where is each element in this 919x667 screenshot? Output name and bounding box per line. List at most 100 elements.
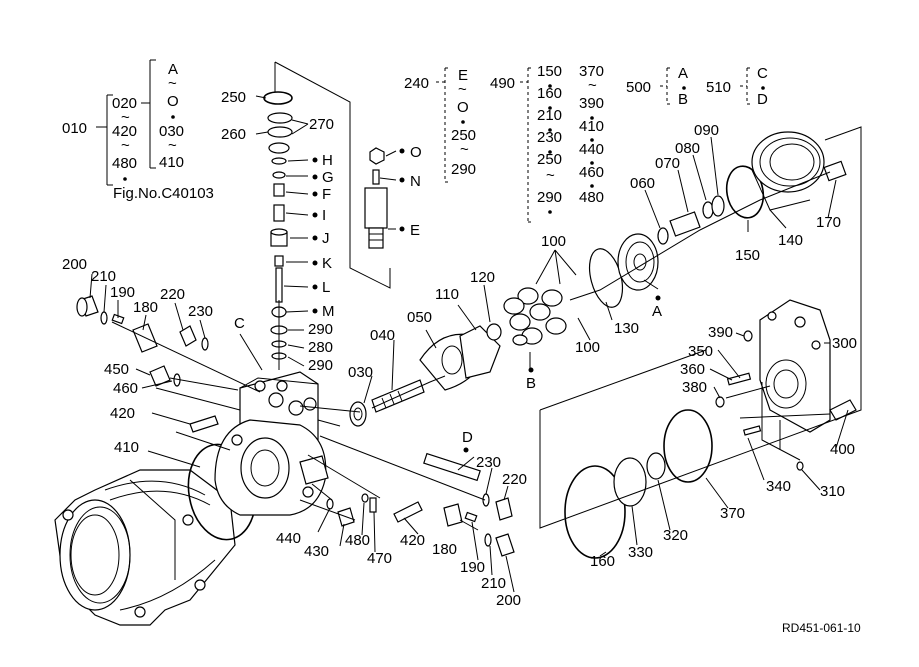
dot-marker	[528, 367, 534, 373]
label-o: O	[410, 144, 422, 161]
label-tilde-5: ~	[458, 81, 467, 98]
label-490-370: 370	[579, 63, 604, 80]
label-tilde-1: ~	[121, 109, 130, 126]
o-ring-210-right-drawing	[484, 533, 492, 547]
label-b: B	[526, 375, 536, 392]
spring-170-drawing	[823, 160, 847, 182]
label-240-e: E	[458, 67, 468, 84]
o-ring-150-drawing	[725, 165, 765, 219]
poppet-180-right-drawing	[443, 503, 463, 527]
label-tilde-8: ~	[588, 77, 597, 94]
label-270: 270	[309, 116, 334, 133]
label-490-230: 230	[537, 129, 562, 146]
label-420-left: 420	[110, 405, 135, 422]
label-240: 240	[404, 75, 429, 92]
plug-450-drawing	[149, 365, 171, 387]
label-080: 080	[675, 140, 700, 157]
dot-marker	[312, 235, 318, 241]
plug-310-drawing	[796, 461, 804, 471]
plug-470-drawing	[369, 497, 377, 513]
label-240-290: 290	[451, 161, 476, 178]
label-f: F	[322, 186, 331, 203]
gear-drawing	[617, 233, 659, 291]
label-490-160: 160	[537, 85, 562, 102]
dot-marker	[123, 177, 127, 181]
label-460: 460	[113, 380, 138, 397]
spool-d-drawing	[423, 452, 481, 482]
dot-marker	[590, 138, 594, 142]
shaft-040-drawing	[349, 379, 425, 427]
label-290-b: 290	[308, 357, 333, 374]
label-230-right: 230	[476, 454, 501, 471]
label-490-290: 290	[537, 189, 562, 206]
label-220-left: 220	[160, 286, 185, 303]
label-240-o: O	[457, 99, 469, 116]
label-490-460: 460	[579, 164, 604, 181]
label-490: 490	[490, 75, 515, 92]
label-410-group: 410	[159, 154, 184, 171]
label-tilde-4: ~	[168, 137, 177, 154]
leader-lines	[89, 95, 849, 593]
label-440: 440	[276, 530, 301, 547]
label-090: 090	[694, 122, 719, 139]
figure-reference: Fig.No.C40103	[113, 185, 214, 202]
part-drawings	[54, 91, 857, 626]
label-490-410: 410	[579, 118, 604, 135]
label-020: 020	[112, 95, 137, 112]
label-400: 400	[830, 441, 855, 458]
label-290-a: 290	[308, 321, 333, 338]
label-450: 450	[104, 361, 129, 378]
label-430: 430	[304, 543, 329, 560]
bearing-320-drawing	[646, 452, 666, 480]
label-320: 320	[663, 527, 688, 544]
label-250: 250	[221, 89, 246, 106]
label-420-right: 420	[400, 532, 425, 549]
ball-120-drawing	[486, 323, 502, 341]
dot-marker	[312, 308, 318, 314]
o-ring-210-left-drawing	[100, 311, 108, 325]
label-040: 040	[370, 327, 395, 344]
dot-marker	[655, 295, 661, 301]
label-d: D	[462, 429, 473, 446]
label-380: 380	[682, 379, 707, 396]
bolt-400-drawing	[829, 399, 857, 421]
dot-marker	[682, 86, 686, 90]
label-500-b: B	[678, 91, 688, 108]
label-490-250: 250	[537, 151, 562, 168]
piston-140-drawing	[751, 131, 825, 211]
dot-marker	[312, 191, 318, 197]
label-240-250: 250	[451, 127, 476, 144]
label-420-group: 420	[112, 123, 137, 140]
label-360: 360	[680, 361, 705, 378]
label-350: 350	[688, 343, 713, 360]
dot-marker	[548, 150, 552, 154]
relief-valve-drawing	[364, 147, 388, 249]
motor-housing-drawing	[54, 469, 236, 626]
dot-marker	[461, 120, 465, 124]
label-group-o: O	[167, 93, 179, 110]
dot-marker	[590, 184, 594, 188]
label-m: M	[322, 303, 335, 320]
label-010: 010	[62, 120, 87, 137]
label-190-right: 190	[460, 559, 485, 576]
label-170: 170	[816, 214, 841, 231]
label-330: 330	[628, 544, 653, 561]
label-500-a: A	[678, 65, 688, 82]
label-210-left: 210	[91, 268, 116, 285]
group-frames	[111, 61, 862, 529]
bolt-420-left-drawing	[189, 415, 219, 433]
label-tilde-6: ~	[460, 141, 469, 158]
label-230-left: 230	[188, 303, 213, 320]
label-300: 300	[832, 335, 857, 352]
ring-090-drawing	[711, 195, 725, 217]
label-j: J	[322, 230, 330, 247]
valve-block-drawing	[214, 371, 329, 516]
label-500: 500	[626, 79, 651, 96]
o-ring-230-left-drawing	[201, 337, 209, 351]
label-050: 050	[407, 309, 432, 326]
bolt-420-right-drawing	[393, 501, 423, 523]
label-470: 470	[367, 550, 392, 567]
label-k: K	[322, 255, 332, 272]
label-490-440: 440	[579, 141, 604, 158]
